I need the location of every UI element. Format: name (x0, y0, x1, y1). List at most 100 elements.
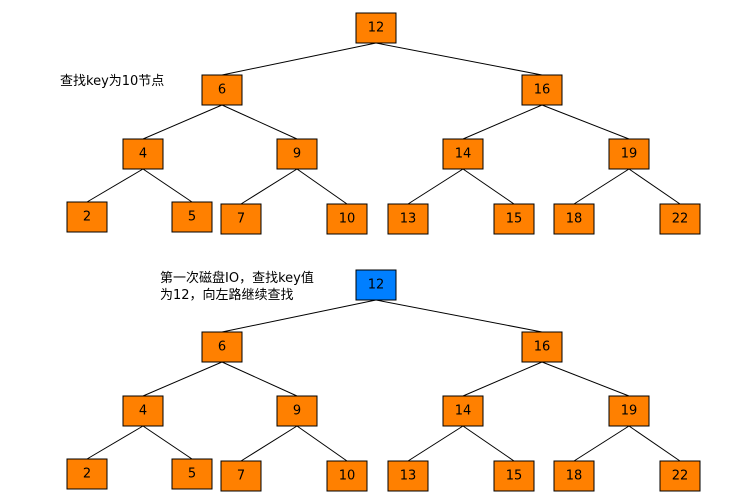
tree-node-9: 9 (276, 138, 318, 170)
node-key-label: 22 (672, 212, 689, 227)
tree-edge-9-10 (296, 168, 348, 205)
tree-node-7: 7 (220, 203, 262, 235)
node-key-label: 7 (237, 469, 245, 484)
tree-node-9: 9 (276, 395, 318, 427)
tree-node-15: 15 (493, 460, 535, 492)
tree-node-4: 4 (122, 138, 164, 170)
tree-edge-4-5 (142, 425, 193, 460)
tree-node-6: 6 (201, 331, 243, 363)
node-key-label: 16 (534, 340, 551, 355)
node-key-label: 2 (83, 210, 91, 225)
tree-edge-6-9 (221, 361, 298, 397)
node-box (442, 138, 484, 170)
tree-edge-16-19 (541, 104, 630, 140)
tree-node-4: 4 (122, 395, 164, 427)
tree-edge-14-15 (462, 168, 515, 205)
node-key-label: 14 (455, 147, 472, 162)
tree-node-19: 19 (608, 395, 650, 427)
node-box (122, 395, 164, 427)
node-box (553, 203, 595, 235)
node-box (220, 203, 262, 235)
tree-edge-6-9 (221, 104, 298, 140)
tree-edge-19-22 (628, 425, 681, 462)
node-key-label: 5 (188, 467, 196, 482)
tree-node-7: 7 (220, 460, 262, 492)
tree-node-13: 13 (387, 460, 429, 492)
node-box (171, 458, 213, 490)
node-key-label: 19 (621, 404, 638, 419)
node-box (493, 203, 535, 235)
node-box (326, 203, 368, 235)
tree-node-2: 2 (66, 201, 108, 233)
node-box (659, 460, 701, 492)
tree-edge-4-2 (86, 168, 144, 203)
tree-edge-6-4 (142, 361, 223, 397)
node-box (276, 395, 318, 427)
node-box (276, 138, 318, 170)
tree-edge-16-19 (541, 361, 630, 397)
tree-node-16: 16 (521, 74, 563, 106)
node-box (553, 460, 595, 492)
tree-edge-16-14 (462, 104, 543, 140)
node-box (122, 138, 164, 170)
tree-node-18: 18 (553, 203, 595, 235)
tree-edge-4-2 (86, 425, 144, 460)
tree-node-2: 2 (66, 458, 108, 490)
node-box (521, 331, 563, 363)
tree-node-22: 22 (659, 460, 701, 492)
node-key-label: 4 (139, 404, 147, 419)
annotation-first-disk-io-line1: 第一次磁盘IO，查找key值 (160, 271, 314, 286)
node-key-label: 9 (293, 147, 301, 162)
tree-edge-16-14 (462, 361, 543, 397)
node-key-label: 15 (506, 212, 523, 227)
tree-after-first-io: 12 6 16 4 9 14 19 2 5 7 10 13 15 18 22 (66, 269, 701, 492)
node-key-label: 9 (293, 404, 301, 419)
node-box (521, 74, 563, 106)
tree-edge-19-22 (628, 168, 681, 205)
tree-edge-14-13 (407, 425, 464, 462)
tree-edge-14-13 (407, 168, 464, 205)
node-key-label: 19 (621, 147, 638, 162)
node-key-label: 15 (506, 469, 523, 484)
tree-edge-12-16 (375, 42, 543, 76)
node-key-label: 5 (188, 210, 196, 225)
node-box (659, 203, 701, 235)
node-key-label: 12 (368, 278, 385, 293)
node-key-label: 6 (218, 83, 226, 98)
tree-node-13: 13 (387, 203, 429, 235)
tree-node-10: 10 (326, 460, 368, 492)
tree-node-22: 22 (659, 203, 701, 235)
tree-node-19: 19 (608, 138, 650, 170)
node-box (201, 331, 243, 363)
tree-node-6: 6 (201, 74, 243, 106)
tree-edge-9-7 (240, 168, 298, 205)
tree-node-5: 5 (171, 458, 213, 490)
tree-edge-4-5 (142, 168, 193, 203)
node-box (608, 395, 650, 427)
node-key-label: 10 (339, 469, 356, 484)
node-box (66, 458, 108, 490)
node-box (326, 460, 368, 492)
tree-node-14: 14 (442, 138, 484, 170)
node-box (355, 269, 397, 301)
node-key-label: 13 (400, 212, 417, 227)
tree-edge-9-7 (240, 425, 298, 462)
node-box (220, 460, 262, 492)
node-box (355, 12, 397, 44)
node-key-label: 18 (566, 212, 583, 227)
node-box (442, 395, 484, 427)
annotation-first-disk-io: 第一次磁盘IO，查找key值 为12，向左路继续查找 (160, 270, 314, 304)
node-box (387, 460, 429, 492)
tree-edge-19-18 (573, 168, 630, 205)
node-key-label: 4 (139, 147, 147, 162)
node-box (493, 460, 535, 492)
node-key-label: 13 (400, 469, 417, 484)
node-box (608, 138, 650, 170)
node-key-label: 22 (672, 469, 689, 484)
tree-node-18: 18 (553, 460, 595, 492)
tree-node-12: 12 (355, 12, 397, 44)
tree-node-14: 14 (442, 395, 484, 427)
node-box (201, 74, 243, 106)
